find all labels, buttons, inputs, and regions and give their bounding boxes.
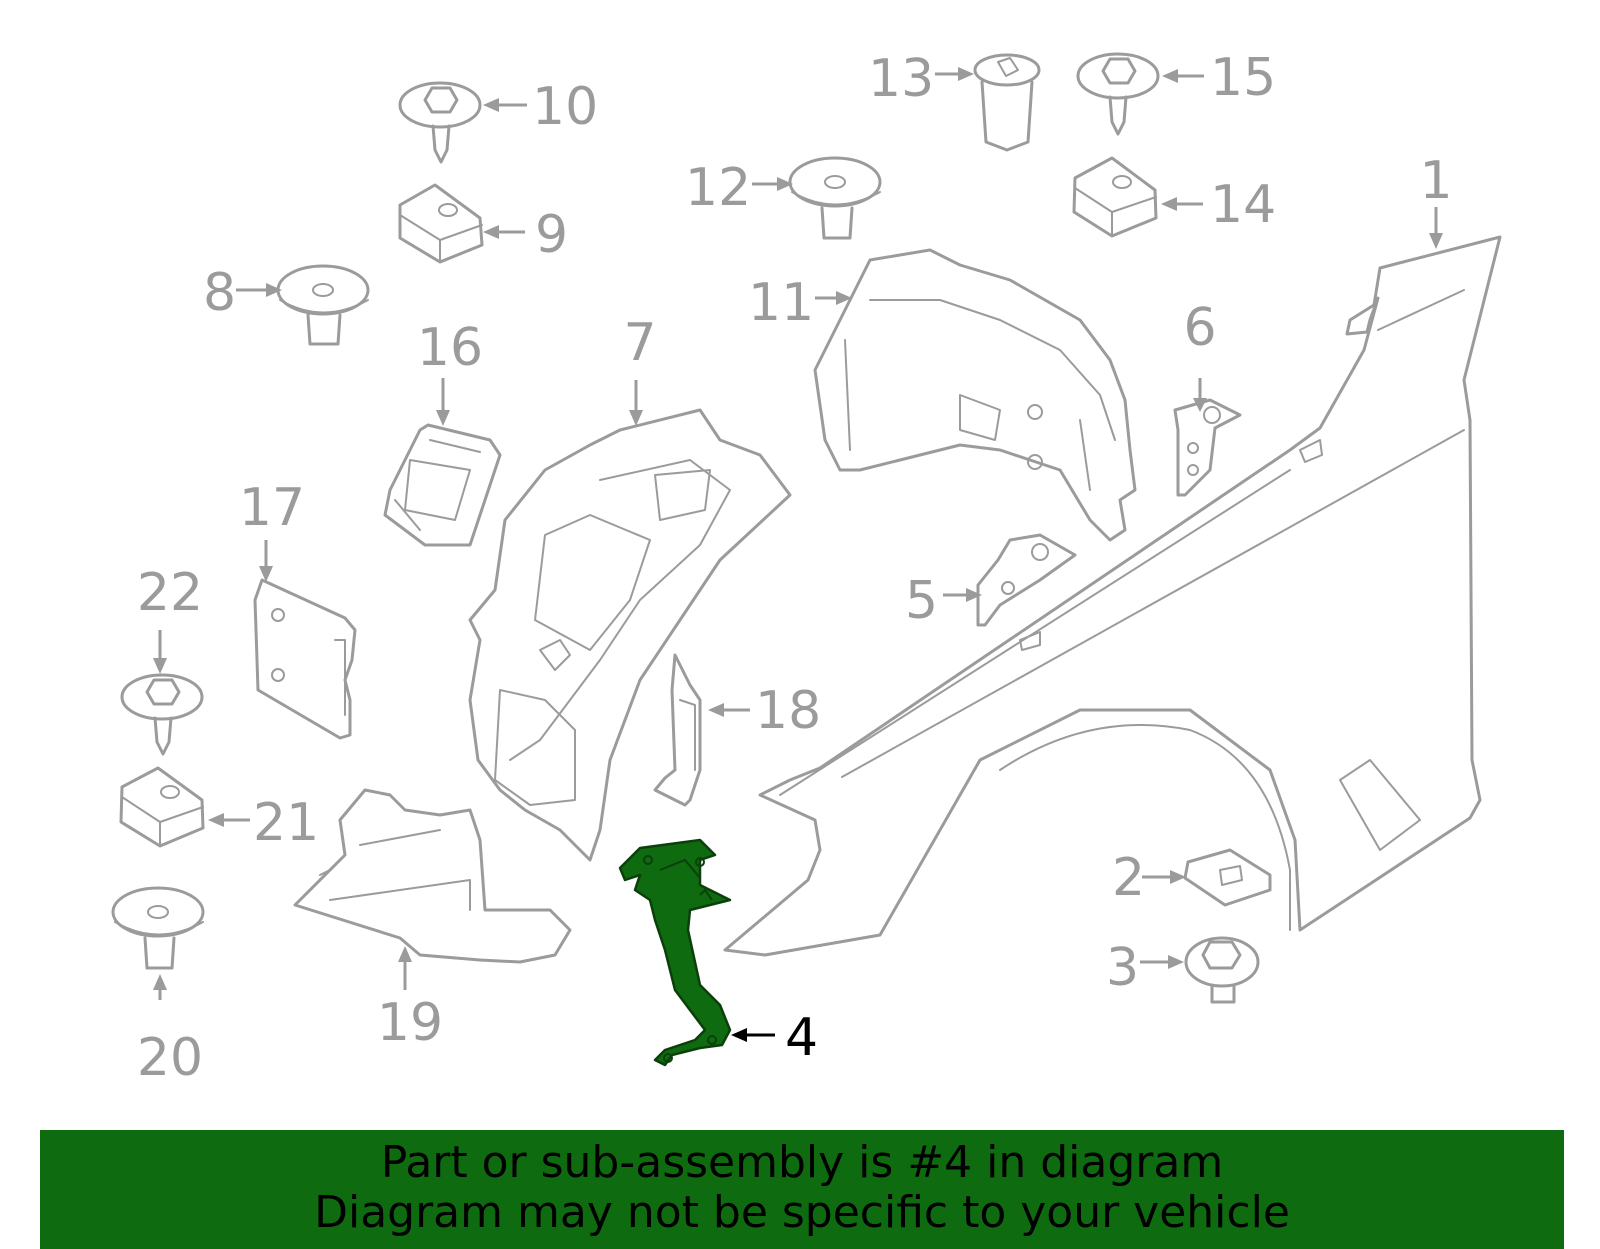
part-6-bracket [1173, 398, 1242, 497]
callout-19: 19 [377, 993, 443, 1053]
part-12-push-clip [788, 156, 882, 240]
callout-3: 3 [1106, 938, 1139, 998]
callout-18: 18 [755, 681, 821, 741]
part-10-screw [398, 81, 482, 164]
callout-13: 13 [868, 49, 934, 109]
callout-labels: 1 2 3 4 5 6 7 8 9 10 11 12 13 14 15 16 1… [137, 48, 1453, 1088]
part-3-bolt [1184, 936, 1260, 1004]
callout-17: 17 [239, 478, 305, 538]
part-17-panel [253, 578, 357, 740]
part-20-push-clip [111, 886, 205, 970]
part-7-wheel-liner [468, 408, 792, 862]
callout-12: 12 [685, 158, 751, 218]
callout-21: 21 [253, 793, 319, 853]
leader-arrows [153, 67, 1443, 1042]
callout-2: 2 [1112, 848, 1145, 908]
info-banner: Part or sub-assembly is #4 in diagram Di… [40, 1130, 1564, 1249]
part-5-bracket [976, 533, 1077, 627]
part-1-fender [723, 235, 1502, 957]
part-21-clip-nut [119, 766, 205, 848]
part-22-screw [120, 673, 204, 756]
callout-16: 16 [417, 318, 483, 378]
part-18-bracket [653, 653, 702, 807]
part-15-screw [1076, 52, 1160, 136]
part-16-bracket [383, 423, 502, 547]
callout-1: 1 [1419, 151, 1452, 211]
banner-line-2: Diagram may not be specific to your vehi… [314, 1187, 1290, 1238]
part-8-push-clip [276, 264, 370, 346]
callout-14: 14 [1210, 175, 1276, 235]
parts-diagram: 1 2 3 4 5 6 7 8 9 10 11 12 13 14 15 16 1… [111, 48, 1502, 1088]
callout-4: 4 [785, 1008, 818, 1068]
callout-20: 20 [137, 1028, 203, 1088]
part-14-clip-nut [1072, 156, 1158, 238]
callout-15: 15 [1210, 48, 1276, 108]
part-19-lower-shield [293, 788, 572, 964]
part-2-clip-nut [1183, 848, 1272, 907]
part-4-bracket-highlighted [618, 838, 732, 1067]
callout-11: 11 [748, 273, 814, 333]
callout-8: 8 [203, 263, 236, 323]
callout-10: 10 [532, 77, 598, 137]
banner-line-1: Part or sub-assembly is #4 in diagram [380, 1137, 1224, 1188]
callout-9: 9 [535, 205, 568, 265]
part-9-clip-nut [398, 183, 484, 264]
part-11-wheel-liner [813, 248, 1137, 542]
callout-5: 5 [905, 571, 938, 631]
callout-22: 22 [137, 563, 203, 623]
callout-7: 7 [623, 313, 656, 373]
part-13-expansion-nut [973, 53, 1041, 152]
callout-6: 6 [1183, 298, 1216, 358]
